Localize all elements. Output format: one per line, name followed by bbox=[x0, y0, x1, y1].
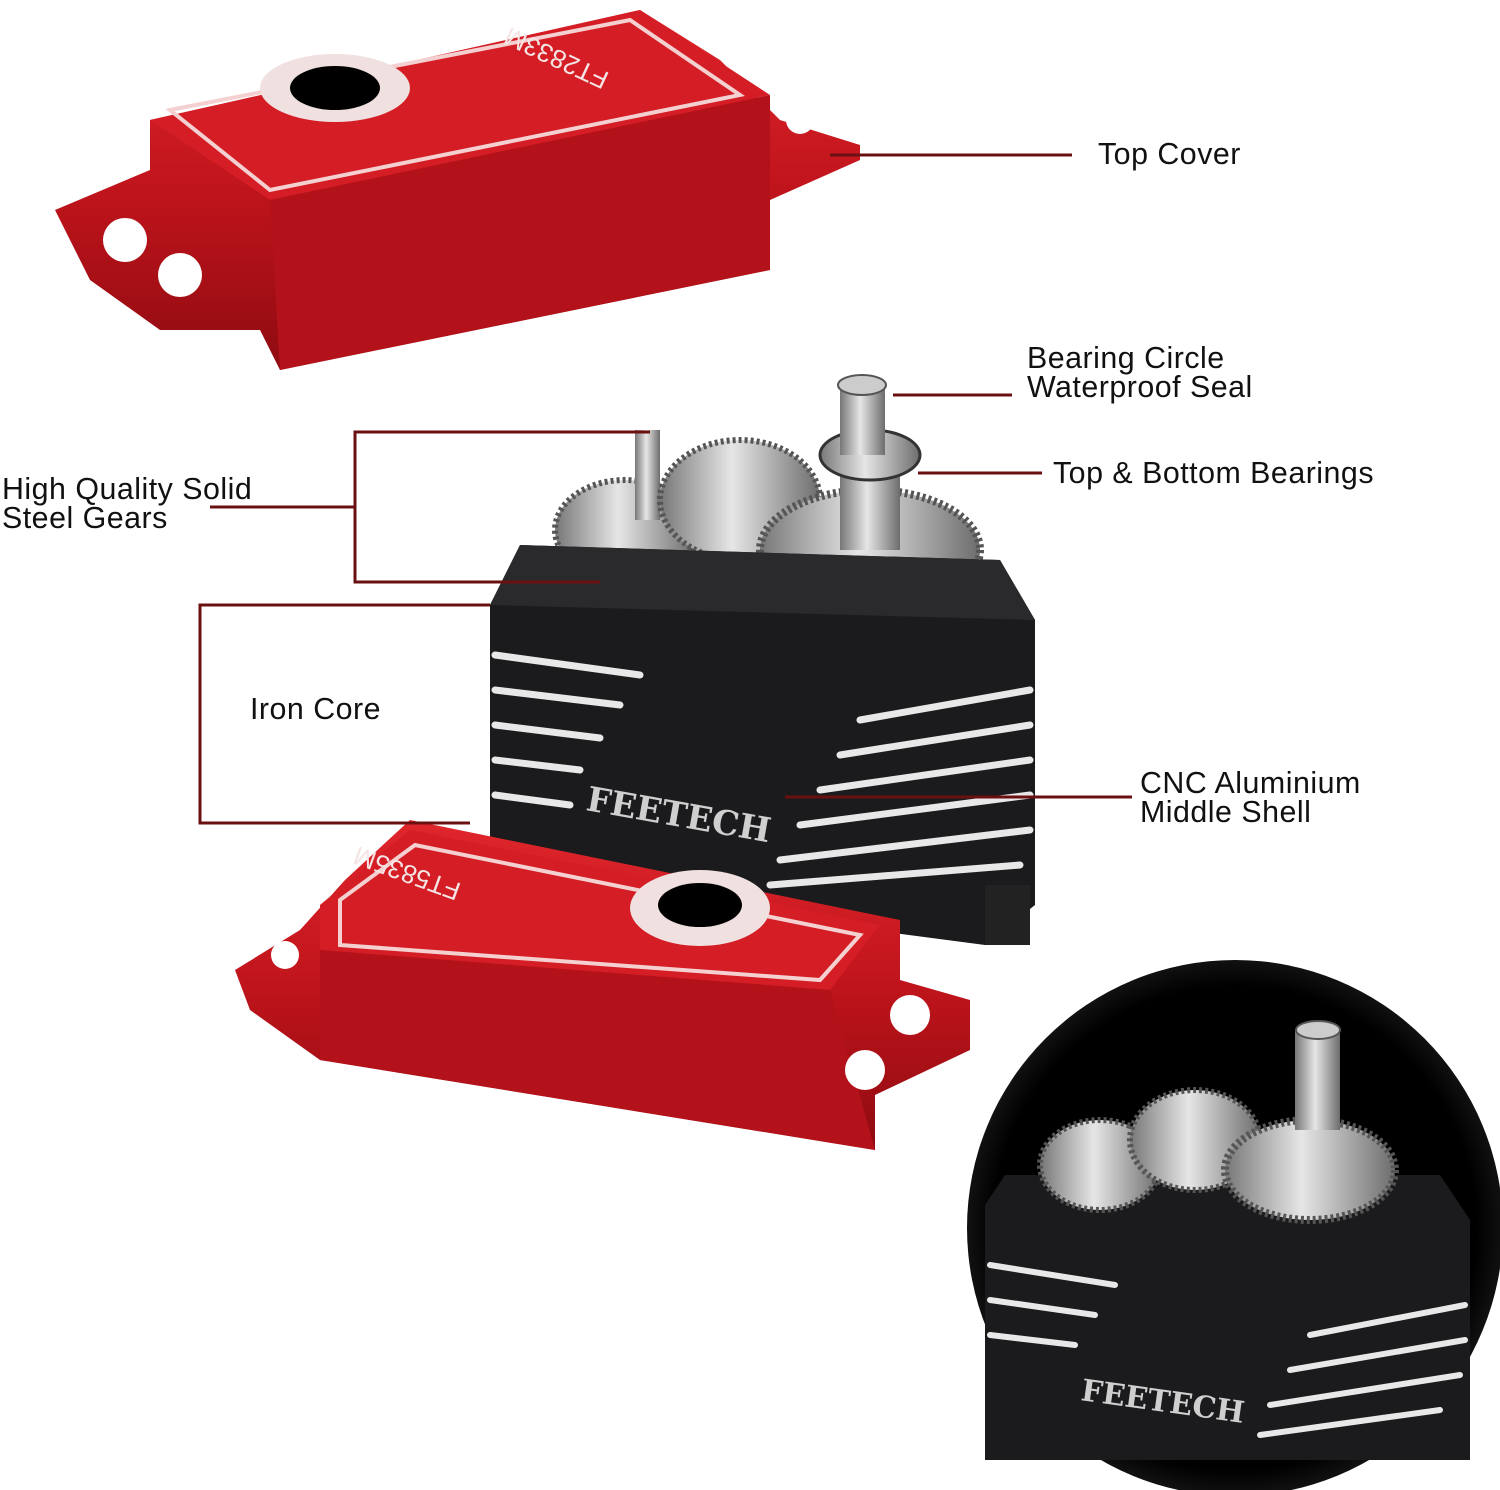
label-iron-core: Iron Core bbox=[250, 691, 382, 726]
label-bearing-seal-line2: Waterproof Seal bbox=[1027, 369, 1253, 404]
bottom-cover: FT5835M bbox=[235, 820, 970, 1150]
label-top-cover: Top Cover bbox=[1098, 136, 1241, 171]
label-gears-line1: High Quality Solid bbox=[2, 471, 253, 506]
label-bearing-seal-line1: Bearing Circle bbox=[1027, 340, 1225, 375]
label-gears-line2: Steel Gears bbox=[2, 500, 168, 535]
label-middle-shell-line2: Middle Shell bbox=[1140, 794, 1312, 829]
middle-shell: FEETECH bbox=[490, 545, 1035, 945]
label-middle-shell-line1: CNC Aluminium bbox=[1140, 765, 1361, 800]
inset-closeup: FEETECH bbox=[967, 960, 1500, 1490]
leader-lines bbox=[198, 153, 1132, 825]
label-bearings: Top & Bottom Bearings bbox=[1053, 455, 1375, 490]
top-cover: FT2833M bbox=[55, 10, 860, 370]
